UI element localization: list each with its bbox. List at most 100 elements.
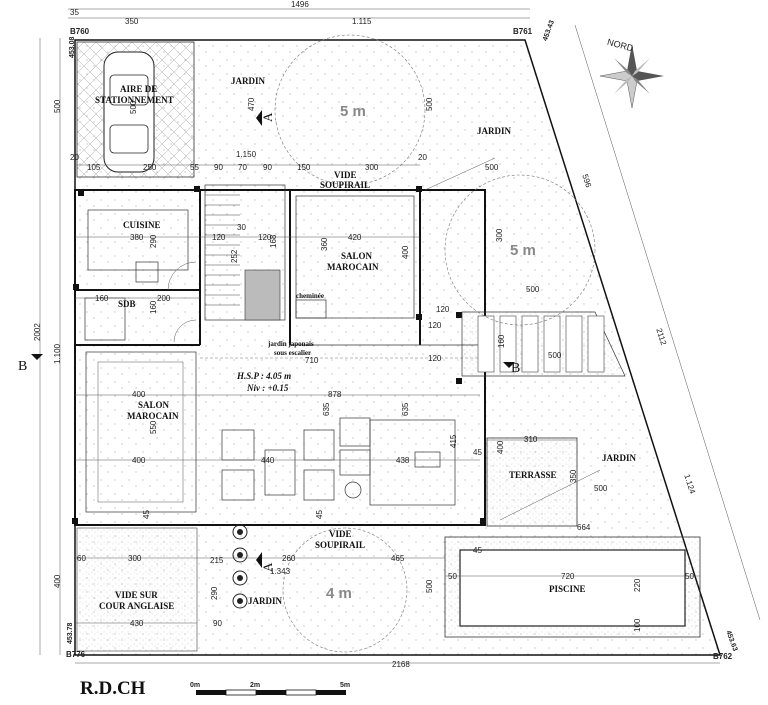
label-jardin-4: JARDIN [248,596,283,606]
dim-1150: 1.150 [236,150,257,159]
dim-35: 35 [70,8,79,17]
dim-420: 420 [348,233,362,242]
dim-120e: 120 [428,354,442,363]
label-sdb: SDB [118,299,136,309]
label-cheminee: cheminée [296,292,324,300]
pool-inner [459,549,686,627]
dim-720: 720 [561,572,575,581]
section-markers [31,110,515,568]
parking-area [76,41,195,178]
corner-b760: B760 [70,27,90,36]
dim-415: 415 [449,434,458,448]
label-terrasse: TERRASSE [509,470,557,480]
label-salon-a-2: MAROCAIN [327,262,379,272]
dim-500c: 500 [425,97,434,111]
court-anglaise-area [76,527,198,652]
dim-150: 150 [297,163,311,172]
dim-500e: 500 [526,285,540,294]
dim-70: 70 [238,163,247,172]
level-453-08: 453.08 [69,36,76,58]
dim-160b: 160 [149,300,158,314]
dim-90b: 90 [263,163,272,172]
dim-2112: 2112 [654,327,668,347]
corner-b761: B761 [513,27,533,36]
dim-290: 290 [149,234,158,248]
dim-45b: 45 [315,510,324,519]
label-jardin-2: JARDIN [477,126,512,136]
dim-400a: 400 [53,574,62,588]
north-arrow-icon [599,44,664,109]
dim-596: 596 [580,173,593,189]
dim-350b: 350 [569,469,578,483]
dim-215: 215 [210,556,224,565]
dim-400b: 400 [401,245,410,259]
terrasse-area [486,437,578,527]
dim-550: 550 [149,420,158,434]
label-cour-2: COUR ANGLAISE [99,601,174,611]
label-parking-1: AIRE DE [120,84,157,94]
dim-500a: 500 [53,99,62,113]
dim-1124: 1.124 [682,473,697,495]
dim-500b: 500 [129,100,138,114]
dim-635b: 635 [401,402,410,416]
dim-2168: 2168 [392,660,410,669]
dim-500g: 500 [594,484,608,493]
label-jardin-1: JARDIN [231,76,266,86]
dim-250: 250 [143,163,157,172]
dim-252: 252 [230,249,239,263]
dim-878: 878 [328,390,342,399]
dimension-lines [39,8,761,664]
dim-500h: 500 [425,579,434,593]
dim-360: 360 [320,237,329,251]
dim-50b: 50 [685,572,694,581]
entrance-ramp [461,311,626,377]
scale-bar [196,689,346,696]
dim-1496: 1496 [291,0,309,9]
dim-438: 438 [396,456,410,465]
hsp-label: H.S.P : 4.05 m [236,371,291,381]
label-parking-2: STATIONNEMENT [95,95,174,105]
dim-20b: 20 [418,153,427,162]
dim-400c: 400 [132,390,146,399]
dim-440: 440 [261,456,275,465]
dim-120d: 120 [428,321,442,330]
dim-300b: 300 [495,228,504,242]
dim-60: 60 [77,554,86,563]
dim-20a: 20 [70,153,79,162]
dim-310: 310 [524,435,538,444]
dim-400e: 400 [496,440,505,454]
label-japon-2: sous escalier [274,349,311,357]
dim-100: 100 [633,618,642,632]
section-a-top: A [260,112,275,122]
dim-45a: 45 [142,510,151,519]
label-cour-1: VIDE SUR [115,590,158,600]
scale-label-0: 0m [190,682,200,689]
label-japon-1: jardin japonais [267,340,314,348]
level-453-63: 453.63 [724,630,738,653]
tree-radius-circles [274,34,596,653]
circle-label-1: 5 m [340,103,366,120]
dim-220: 220 [633,578,642,592]
dim-105: 105 [87,163,101,172]
shrubs [232,524,248,609]
dim-45c: 45 [473,448,482,457]
dim-300c: 300 [128,554,142,563]
dim-160c: 160 [497,334,506,348]
label-vide2-1: VIDE [329,529,352,539]
circle-label-2: 5 m [510,242,536,259]
dim-90c: 90 [213,619,222,628]
dim-1115: 1.115 [352,17,372,26]
dim-635a: 635 [322,402,331,416]
dim-50a: 50 [448,572,457,581]
dim-1100: 1.100 [53,343,62,364]
dim-200: 200 [157,294,171,303]
label-vide2-2: SOUPIRAIL [315,540,365,550]
corner-b762: B762 [713,652,733,661]
dim-500d: 500 [485,163,499,172]
dim-120a: 120 [212,233,226,242]
section-b-right: B [511,361,520,376]
dim-55: 55 [190,163,199,172]
dim-380: 380 [130,233,144,242]
dim-400d: 400 [132,456,146,465]
